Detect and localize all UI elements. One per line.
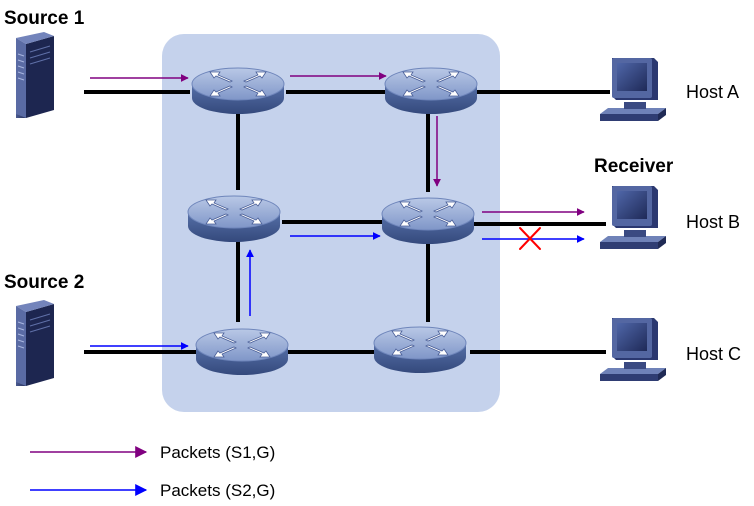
source1-server-icon bbox=[15, 31, 55, 119]
blocked-x-icon bbox=[519, 227, 541, 250]
router-icon bbox=[187, 195, 281, 243]
router-icon bbox=[195, 328, 289, 376]
legend-s1-label: Packets (S1,G) bbox=[160, 443, 275, 462]
router-icon bbox=[373, 326, 467, 374]
legend-s2-label: Packets (S2,G) bbox=[160, 481, 275, 500]
host-a-label: Host A bbox=[686, 82, 739, 102]
network-links bbox=[84, 90, 610, 354]
host-a-pc-icon bbox=[600, 58, 666, 121]
receiver-label: Receiver bbox=[594, 156, 674, 177]
host-b-label: Host B bbox=[686, 212, 740, 232]
source1-label: Source 1 bbox=[4, 8, 85, 29]
router-icon bbox=[191, 67, 285, 115]
router-icon bbox=[384, 67, 478, 115]
source2-label: Source 2 bbox=[4, 272, 84, 293]
host-c-pc-icon bbox=[600, 318, 666, 381]
s2-flow-arrows bbox=[90, 232, 585, 350]
source2-server-icon bbox=[15, 299, 55, 387]
host-c-label: Host C bbox=[686, 344, 741, 364]
legend: Packets (S1,G) Packets (S2,G) bbox=[30, 443, 275, 500]
router-icon bbox=[381, 197, 475, 245]
s1-flow-arrows bbox=[90, 72, 585, 216]
host-b-pc-icon bbox=[600, 186, 666, 249]
